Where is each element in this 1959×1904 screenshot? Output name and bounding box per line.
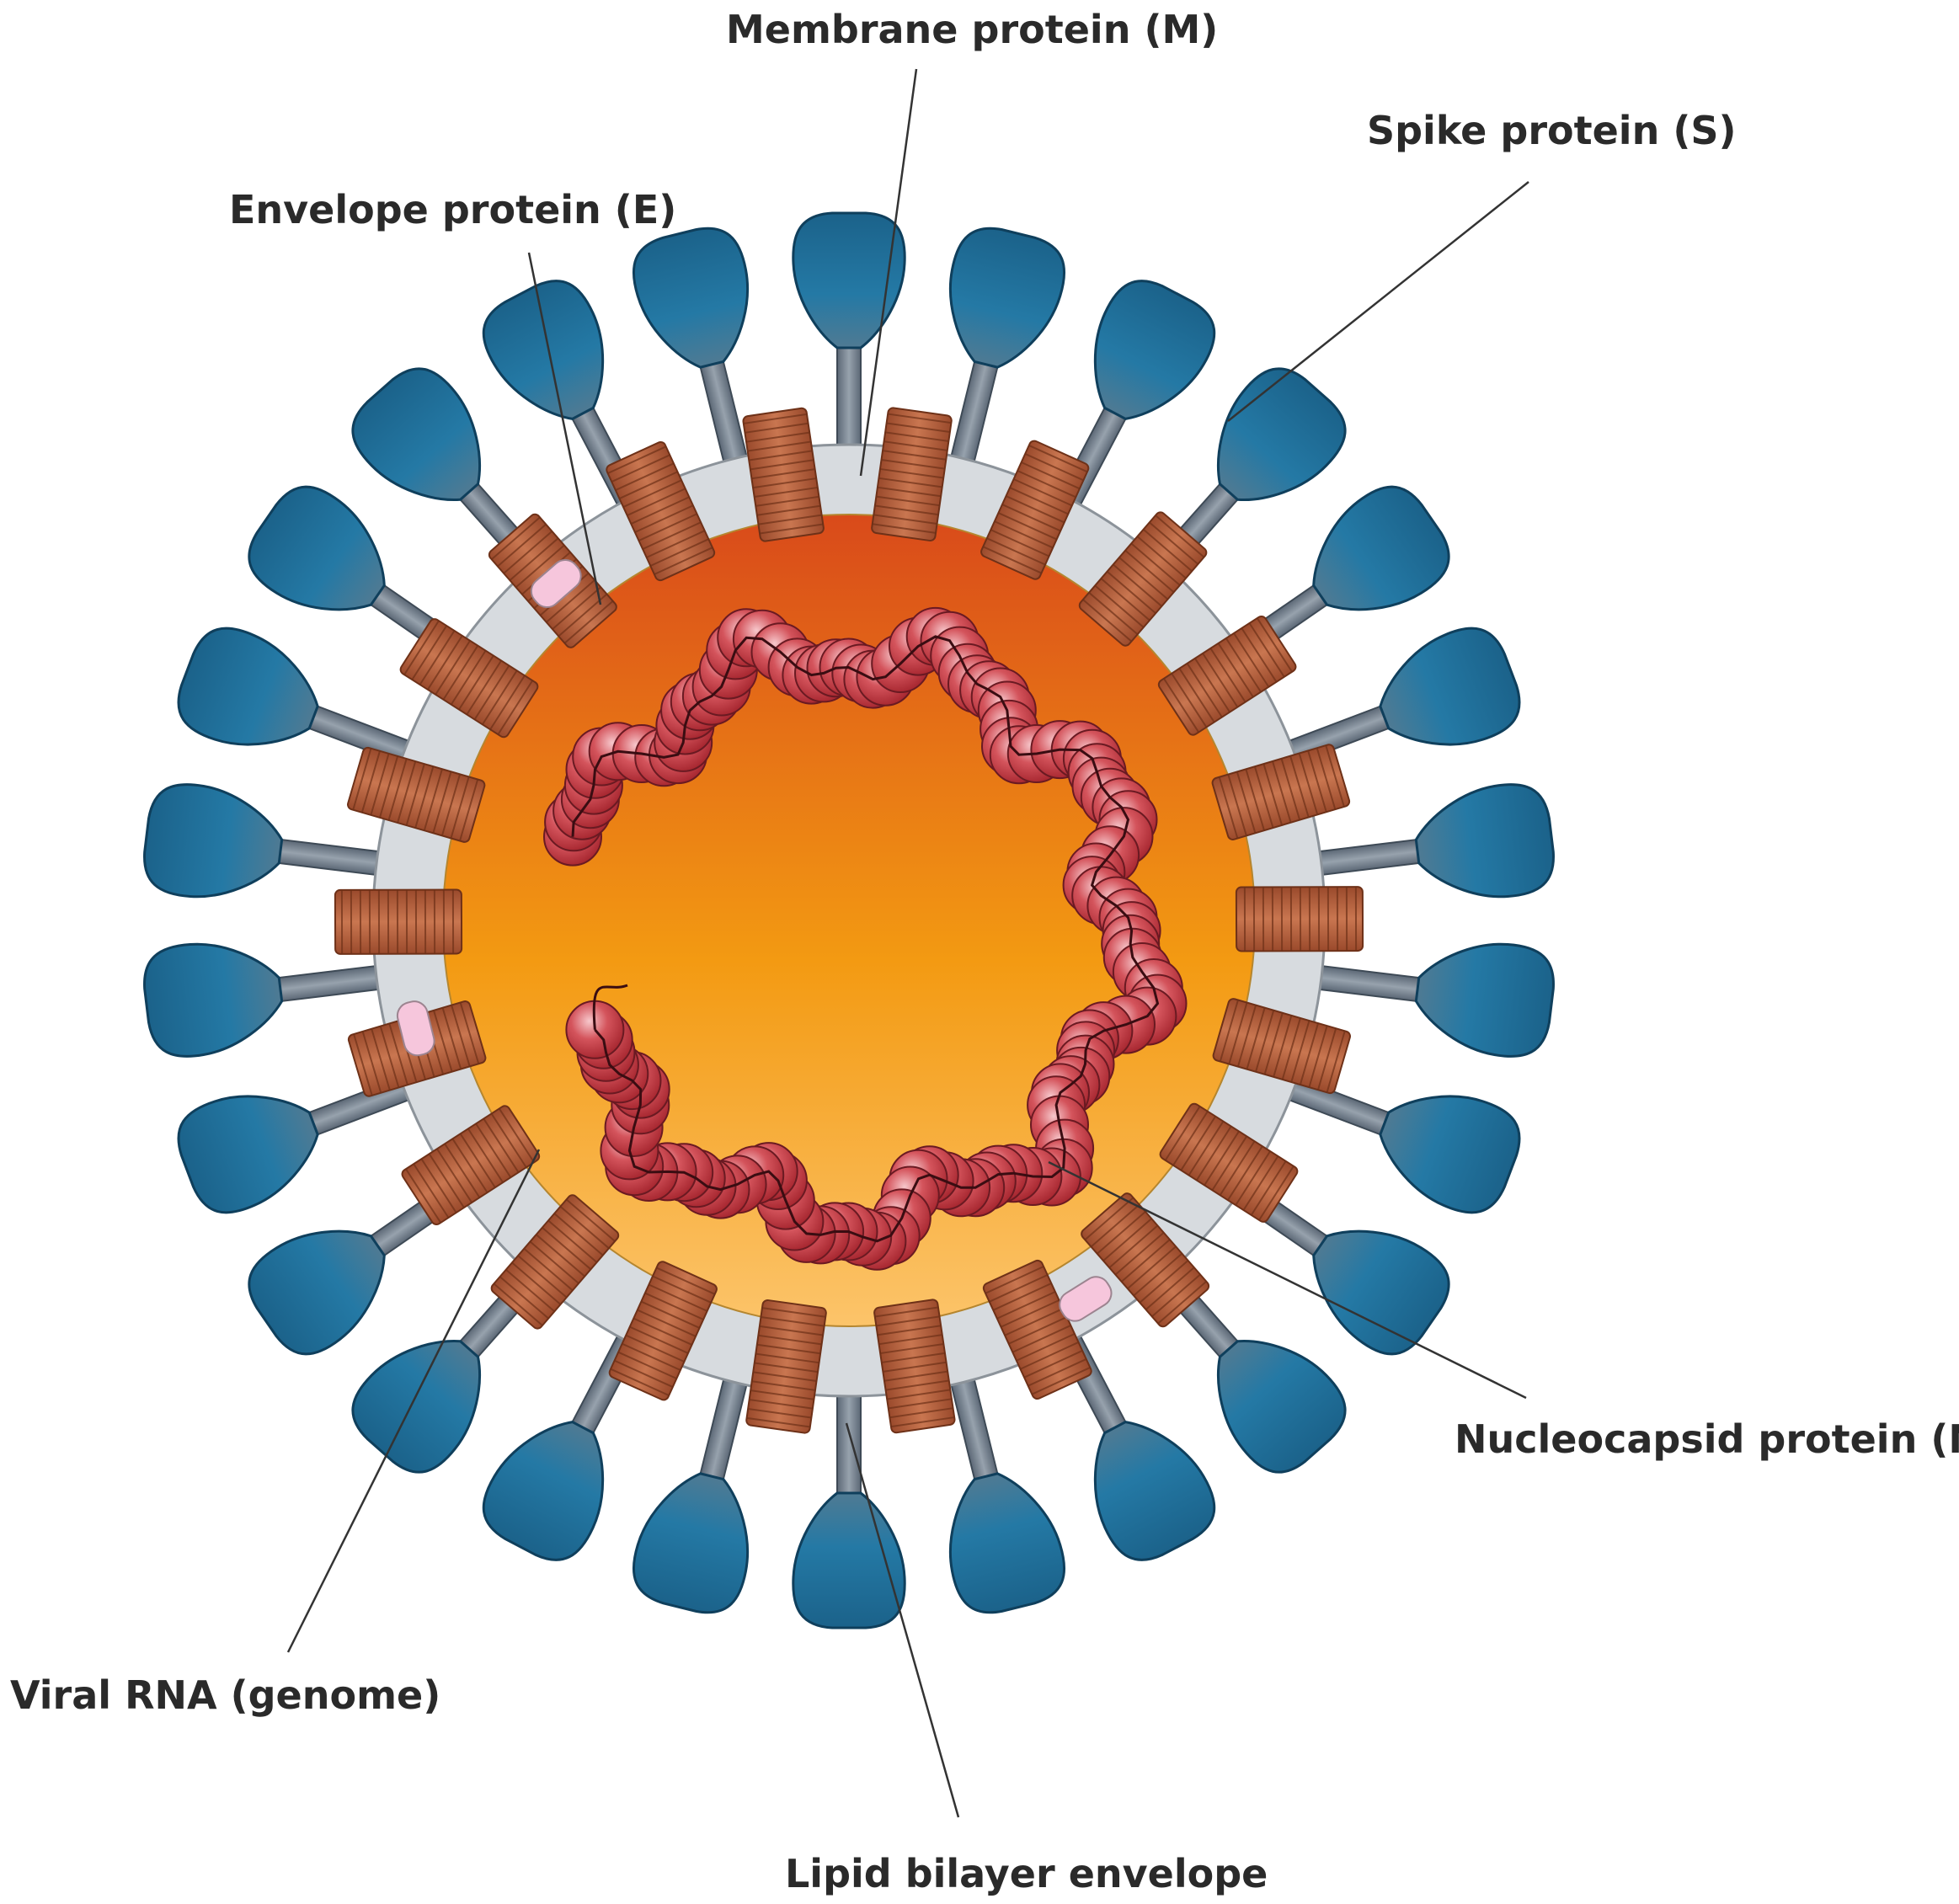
leader-lipid: [845, 1422, 960, 1818]
label-nucleocapsid-protein: Nucleocapsid protein (N): [1455, 1416, 1959, 1462]
membrane-protein: [742, 407, 825, 542]
spike-protein: [143, 783, 400, 899]
leader-membrane: [859, 68, 918, 477]
membrane-protein: [608, 1261, 718, 1401]
membrane-protein: [1078, 511, 1208, 647]
membrane-protein: [980, 440, 1090, 580]
membrane-protein: [982, 1259, 1092, 1400]
membrane-protein: [1159, 1102, 1299, 1223]
leader-envelope: [527, 252, 602, 605]
envelope-protein: [1059, 1276, 1113, 1322]
spike-protein: [177, 627, 430, 771]
membrane-protein: [1081, 1192, 1210, 1328]
envelope-protein: [530, 558, 582, 609]
leader-nucleocapsid: [1048, 1160, 1527, 1400]
membrane-protein: [347, 746, 486, 843]
label-viral-rna: Viral RNA (genome): [10, 1672, 441, 1718]
spike-protein: [792, 211, 906, 467]
spike-protein: [945, 1357, 1066, 1614]
leader-rna: [286, 1149, 541, 1653]
envelope-protein: [396, 1000, 435, 1057]
membrane-protein: [1157, 615, 1297, 736]
leader-spike: [1227, 181, 1529, 422]
label-spike-protein: Spike protein (S): [1367, 108, 1737, 153]
spike-protein: [632, 227, 753, 483]
label-lipid-bilayer-envelope: Lipid bilayer envelope: [785, 1851, 1268, 1896]
label-envelope-protein: Envelope protein (E): [229, 187, 677, 232]
membrane-protein: [334, 888, 463, 955]
membrane-protein: [745, 1299, 827, 1434]
spike-protein: [1268, 1069, 1521, 1214]
membrane-protein: [871, 407, 953, 541]
envelope-proteins: [396, 558, 1113, 1322]
leader-lines: [286, 68, 1529, 1818]
membrane-protein: [490, 1194, 620, 1330]
membrane-protein: [873, 1299, 956, 1434]
membrane-protein: [399, 618, 539, 739]
membrane-protein: [1212, 998, 1351, 1095]
membrane-protein: [401, 1105, 541, 1226]
spike-protein: [632, 1357, 753, 1614]
viral-rna-tail: [592, 984, 628, 1030]
viral-rna-strand: [571, 635, 1160, 1243]
nucleocapsid-chain: [543, 606, 1188, 1271]
membrane-protein: [1211, 744, 1351, 840]
membrane-protein: [1235, 886, 1364, 952]
label-membrane-protein: Membrane protein (M): [726, 7, 1219, 52]
membrane-proteins: [334, 407, 1364, 1434]
spike-protein: [945, 227, 1066, 483]
spike-protein: [1298, 942, 1555, 1058]
spike-proteins: [143, 211, 1555, 1629]
membrane-protein: [606, 440, 716, 582]
